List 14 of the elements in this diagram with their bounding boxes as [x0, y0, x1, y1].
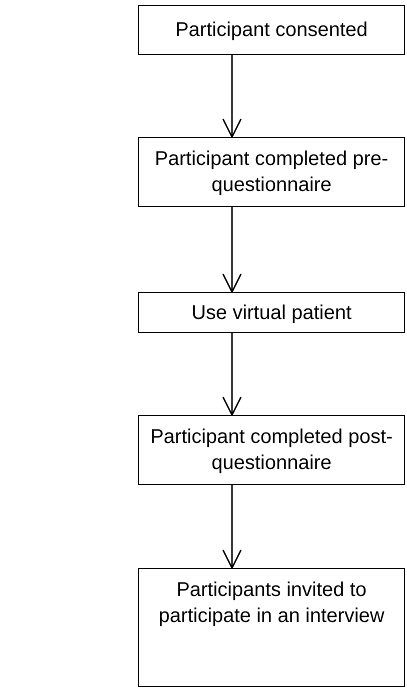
- process-box: [138, 415, 405, 485]
- process-box: [138, 5, 405, 55]
- arrow: [222, 207, 242, 293]
- process-box: [138, 137, 405, 207]
- box-label: Use virtual patient: [191, 300, 352, 326]
- arrow: [222, 485, 242, 569]
- process-box: [138, 568, 405, 687]
- box-label: Participant completed pre-questionnaire: [154, 147, 390, 198]
- box-label: Participants invited to participate in an interview: [158, 578, 386, 629]
- box-label: Participant completed post-questionnaire: [149, 425, 394, 476]
- arrow: [222, 55, 242, 138]
- arrow: [222, 333, 242, 416]
- process-box: [138, 292, 405, 333]
- box-label: Participant consented: [175, 18, 368, 43]
